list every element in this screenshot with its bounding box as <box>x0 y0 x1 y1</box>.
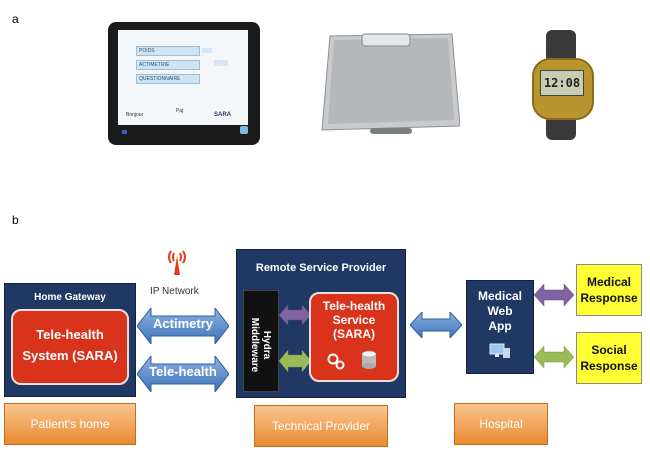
medical-response-arrow <box>534 284 574 306</box>
service-line3: (SARA) <box>333 327 375 341</box>
tablet-windows-button <box>240 126 248 134</box>
home-gateway-box: Home Gateway Tele-health System (SARA) <box>4 283 136 397</box>
weight-scale-image <box>321 33 460 134</box>
medical-response-box: Medical Response <box>576 264 642 316</box>
social-response-line1: Social <box>591 343 627 357</box>
social-response-arrow <box>534 346 574 368</box>
screen-side-button <box>214 60 228 66</box>
middleware-label: Hydra Middleware <box>248 295 272 395</box>
social-response-line2: Response <box>580 359 638 373</box>
panel-a-label: a <box>12 12 19 26</box>
telehealth-system-box: Tele-health System (SARA) <box>11 309 129 385</box>
screen-item: POIDS <box>136 46 200 56</box>
medical-response-line2: Response <box>580 291 638 305</box>
screen-item: QUESTIONNAIRE <box>136 74 200 84</box>
hospital-label: Hospital <box>454 403 548 445</box>
medical-response-line1: Medical <box>586 275 631 289</box>
wrist-watch-image: 12:08 <box>528 30 594 140</box>
home-gateway-title: Home Gateway <box>34 292 106 303</box>
medical-app-line2: Web <box>487 304 513 318</box>
computer-icon <box>489 343 510 358</box>
screen-side-button <box>202 48 212 53</box>
remote-provider-title: Remote Service Provider <box>255 262 387 274</box>
panel-b-label: b <box>12 213 19 227</box>
medical-web-app-box: Medical Web App <box>466 280 534 374</box>
screen-footer-mid: Paj <box>176 108 184 114</box>
screen-footer-left: Bonjour <box>126 112 144 118</box>
remote-service-provider-box: Remote Service Provider Hydra Middleware… <box>236 249 406 398</box>
purple-arrow <box>279 305 311 325</box>
screen-item: ACTIMETRIE <box>136 60 200 70</box>
middleware-line1: Hydra <box>261 330 272 360</box>
patients-home-label: Patient's home <box>4 403 136 445</box>
antenna-icon <box>168 250 186 275</box>
watch-display: 12:08 <box>540 70 584 96</box>
hydra-middleware-box: Hydra Middleware <box>243 290 279 392</box>
tablet-device: POIDS ACTIMETRIE QUESTIONNAIRE Bonjour P… <box>108 22 260 145</box>
technical-provider-label: Technical Provider <box>254 405 388 447</box>
provider-hospital-arrow <box>410 312 462 338</box>
telehealth-system-line1: Tele-health <box>36 327 104 342</box>
gears-icon <box>327 353 345 370</box>
telehealth-arrow <box>137 356 229 392</box>
actimetry-label: Actimetry <box>153 316 213 331</box>
service-line2: Service <box>332 313 376 327</box>
middleware-line2: Middleware <box>249 317 260 373</box>
screen-footer-logo: SARA <box>214 112 232 118</box>
actimetry-arrow <box>137 308 229 344</box>
ip-network-label: IP Network <box>150 286 199 297</box>
green-arrow <box>279 350 311 372</box>
database-icon <box>361 350 377 369</box>
telehealth-system-line2: System (SARA) <box>22 348 118 363</box>
service-line1: Tele-health <box>322 299 386 313</box>
social-response-box: Social Response <box>576 332 642 384</box>
telehealth-arrow-label: Tele-health <box>149 364 217 379</box>
medical-app-line1: Medical <box>477 289 522 303</box>
telehealth-service-box: Tele-health Service (SARA) <box>309 292 399 382</box>
tablet-led <box>122 130 127 134</box>
medical-app-line3: App <box>488 319 512 333</box>
tablet-screen: POIDS ACTIMETRIE QUESTIONNAIRE Bonjour P… <box>118 30 248 125</box>
